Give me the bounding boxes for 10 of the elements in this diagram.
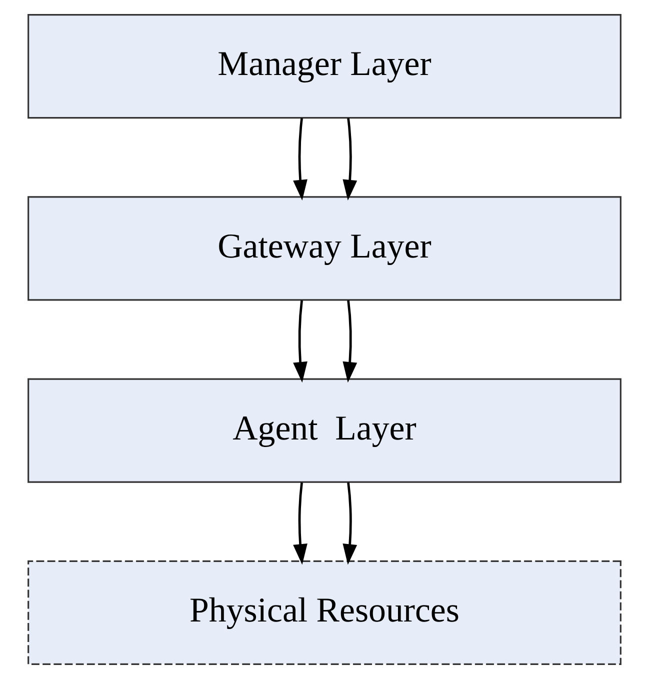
node-box: Gateway Layer — [27, 196, 621, 301]
arrow — [292, 300, 307, 383]
arrow — [292, 118, 307, 200]
node-box: Agent Layer — [27, 378, 621, 483]
arrow — [342, 300, 357, 383]
node-box: Physical Resources — [27, 560, 621, 665]
arrow — [342, 482, 357, 565]
node-box: Manager Layer — [27, 14, 621, 119]
arrow — [292, 482, 307, 565]
arrow — [342, 118, 357, 200]
